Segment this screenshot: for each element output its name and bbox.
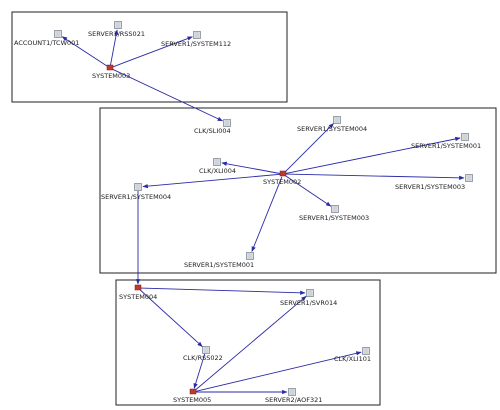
node-label: SYSTEM002	[263, 178, 301, 186]
node-label: SERVER1/SYSTEM004	[297, 125, 367, 133]
group-2-box	[99, 107, 497, 274]
node-server1_system001_a[interactable]: SERVER1/SYSTEM001	[411, 133, 481, 151]
edge-system004-to-server1_svr014	[140, 287, 306, 295]
node-system004[interactable]: SYSTEM004	[119, 284, 157, 301]
node-label: SERVER1/SVR014	[280, 299, 337, 307]
edge-system002-to-server1_system001_b	[251, 176, 283, 252]
node-label: SERVER1/SYSTEM112	[161, 40, 231, 48]
edge-system004-to-clk_rss022	[139, 289, 203, 347]
node-clk_xli101[interactable]: CLK/XLI101	[334, 347, 371, 364]
node-server1_system003_a[interactable]: SERVER1/SYSTEM003	[395, 174, 473, 192]
edge-clk_rss022-to-system005	[193, 353, 206, 389]
node-clk_rss022[interactable]: CLK/RSS022	[183, 346, 223, 363]
edge-system003-to-account1_tcw001	[61, 36, 108, 67]
red-square-node-icon	[134, 284, 142, 291]
node-label: SERVER1/SYSTEM003	[299, 214, 369, 222]
node-system003[interactable]: SYSTEM003	[92, 64, 130, 80]
node-label: SERVER1/SYSTEM001	[184, 261, 254, 269]
edge-system005-to-server1_svr014	[195, 295, 307, 391]
node-server1_system001_b[interactable]: SERVER1/SYSTEM001	[184, 252, 254, 270]
node-label: SERVER1/SYSTEM004	[101, 193, 171, 201]
node-label: SYSTEM003	[92, 72, 130, 80]
grid-box-node-icon	[288, 388, 296, 396]
node-server1_system004_a[interactable]: SERVER1/SYSTEM004	[297, 116, 367, 134]
node-clk_sli004[interactable]: CLK/SLI004	[194, 119, 231, 136]
grid-box-node-icon	[331, 205, 339, 213]
edge-system005-to-clk_xli101	[195, 351, 362, 392]
node-system002[interactable]: SYSTEM002	[263, 170, 301, 186]
node-system005[interactable]: SYSTEM005	[173, 388, 211, 404]
node-label: SERVER1/SYSTEM001	[411, 142, 481, 150]
grid-box-node-icon	[134, 183, 142, 191]
edge-system003-to-server1_system112	[112, 36, 193, 68]
grid-box-node-icon	[213, 158, 221, 166]
node-server1_system004_b[interactable]: SERVER1/SYSTEM004	[101, 183, 171, 202]
node-label: SERVER1/RSS021	[88, 30, 145, 38]
red-square-node-icon	[279, 170, 287, 177]
red-square-node-icon	[189, 388, 197, 395]
edge-system003-to-server1_rss021	[110, 29, 119, 66]
edge-system002-to-clk_xli004	[221, 161, 281, 174]
grid-box-node-icon	[223, 119, 231, 127]
grid-box-node-icon	[193, 31, 201, 39]
group-boxes	[11, 11, 497, 406]
edge-system003-to-clk_sli004	[112, 68, 223, 122]
edges	[61, 29, 465, 395]
grid-box-node-icon	[333, 116, 341, 124]
node-label: SERVER2/AOF321	[265, 396, 322, 404]
node-server2_aof321[interactable]: SERVER2/AOF321	[265, 388, 322, 405]
group-1-box	[11, 11, 288, 103]
edge-system002-to-server1_system003_b	[285, 175, 332, 207]
group-3-box	[115, 279, 381, 406]
node-clk_xli004[interactable]: CLK/XLI004	[199, 158, 236, 176]
node-server1_system003_b[interactable]: SERVER1/SYSTEM003	[299, 205, 369, 223]
node-label: SYSTEM005	[173, 396, 211, 404]
grid-box-node-icon	[306, 289, 314, 297]
node-label: CLK/XLI101	[334, 355, 371, 363]
grid-box-node-icon	[461, 133, 469, 141]
edge-system002-to-server1_system004_a	[284, 123, 334, 173]
grid-box-node-icon	[362, 347, 370, 355]
node-label: SYSTEM004	[119, 293, 157, 301]
red-square-node-icon	[106, 64, 114, 71]
node-label: CLK/XLI004	[199, 167, 236, 175]
nodes: ACCOUNT1/TCW001 SERVER1/RSS021SERVER1/SYS…	[14, 21, 481, 405]
node-server1_svr014[interactable]: SERVER1/SVR014	[280, 289, 337, 308]
node-label: ACCOUNT1/TCW001	[14, 39, 79, 47]
node-label: SERVER1/SYSTEM003	[395, 183, 465, 191]
node-server1_rss021[interactable]: SERVER1/RSS021	[88, 21, 145, 39]
edge-system002-to-server1_system004_b	[142, 173, 281, 189]
node-account1_tcw001[interactable]: ACCOUNT1/TCW001	[14, 30, 79, 48]
grid-box-node-icon	[202, 346, 210, 354]
grid-box-node-icon	[246, 252, 254, 260]
grid-box-node-icon	[465, 174, 473, 182]
edge-system002-to-server1_system003_a	[285, 173, 465, 180]
edge-system002-to-server1_system001_a	[285, 136, 461, 174]
node-server1_system112[interactable]: SERVER1/SYSTEM112	[161, 31, 231, 49]
grid-box-node-icon	[114, 21, 122, 29]
node-label: CLK/SLI004	[194, 127, 231, 135]
grid-box-node-icon	[54, 30, 62, 38]
node-label: CLK/RSS022	[183, 354, 223, 362]
